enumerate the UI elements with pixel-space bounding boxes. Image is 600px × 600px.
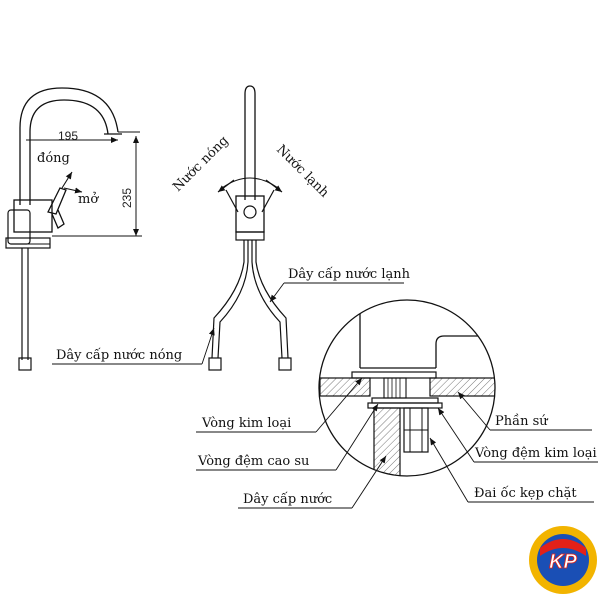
hot-supply-hose-label: Dây cấp nước nóng [56, 347, 182, 363]
front-view-faucet [208, 85, 292, 371]
side-view-faucet [5, 87, 142, 371]
hot-water-label: Nước nóng [170, 133, 231, 194]
cold-supply-hose-label: Dây cấp nước lạnh [288, 266, 411, 282]
rubber-gasket-label: Vòng đệm cao su [197, 454, 309, 469]
width-dimension: 195 [58, 129, 78, 143]
open-position-label: mở [78, 192, 99, 207]
clamp-nut-label: Đai ốc kẹp chặt [474, 485, 577, 501]
closed-position-label: đóng [37, 151, 70, 166]
kp-logo-text: KP [549, 551, 577, 573]
supply-hose-label: Dây cấp nước [243, 491, 332, 507]
ceramic-part-label: Phần sứ [495, 413, 548, 429]
detail-view [318, 299, 496, 477]
metal-gasket-label: Vòng đệm kim loại [474, 446, 597, 461]
kp-logo: KP [529, 526, 597, 594]
metal-ring-label: Vòng kim loại [201, 416, 291, 431]
height-dimension: 235 [120, 188, 134, 208]
cold-water-label: Nước lạnh [273, 142, 332, 201]
